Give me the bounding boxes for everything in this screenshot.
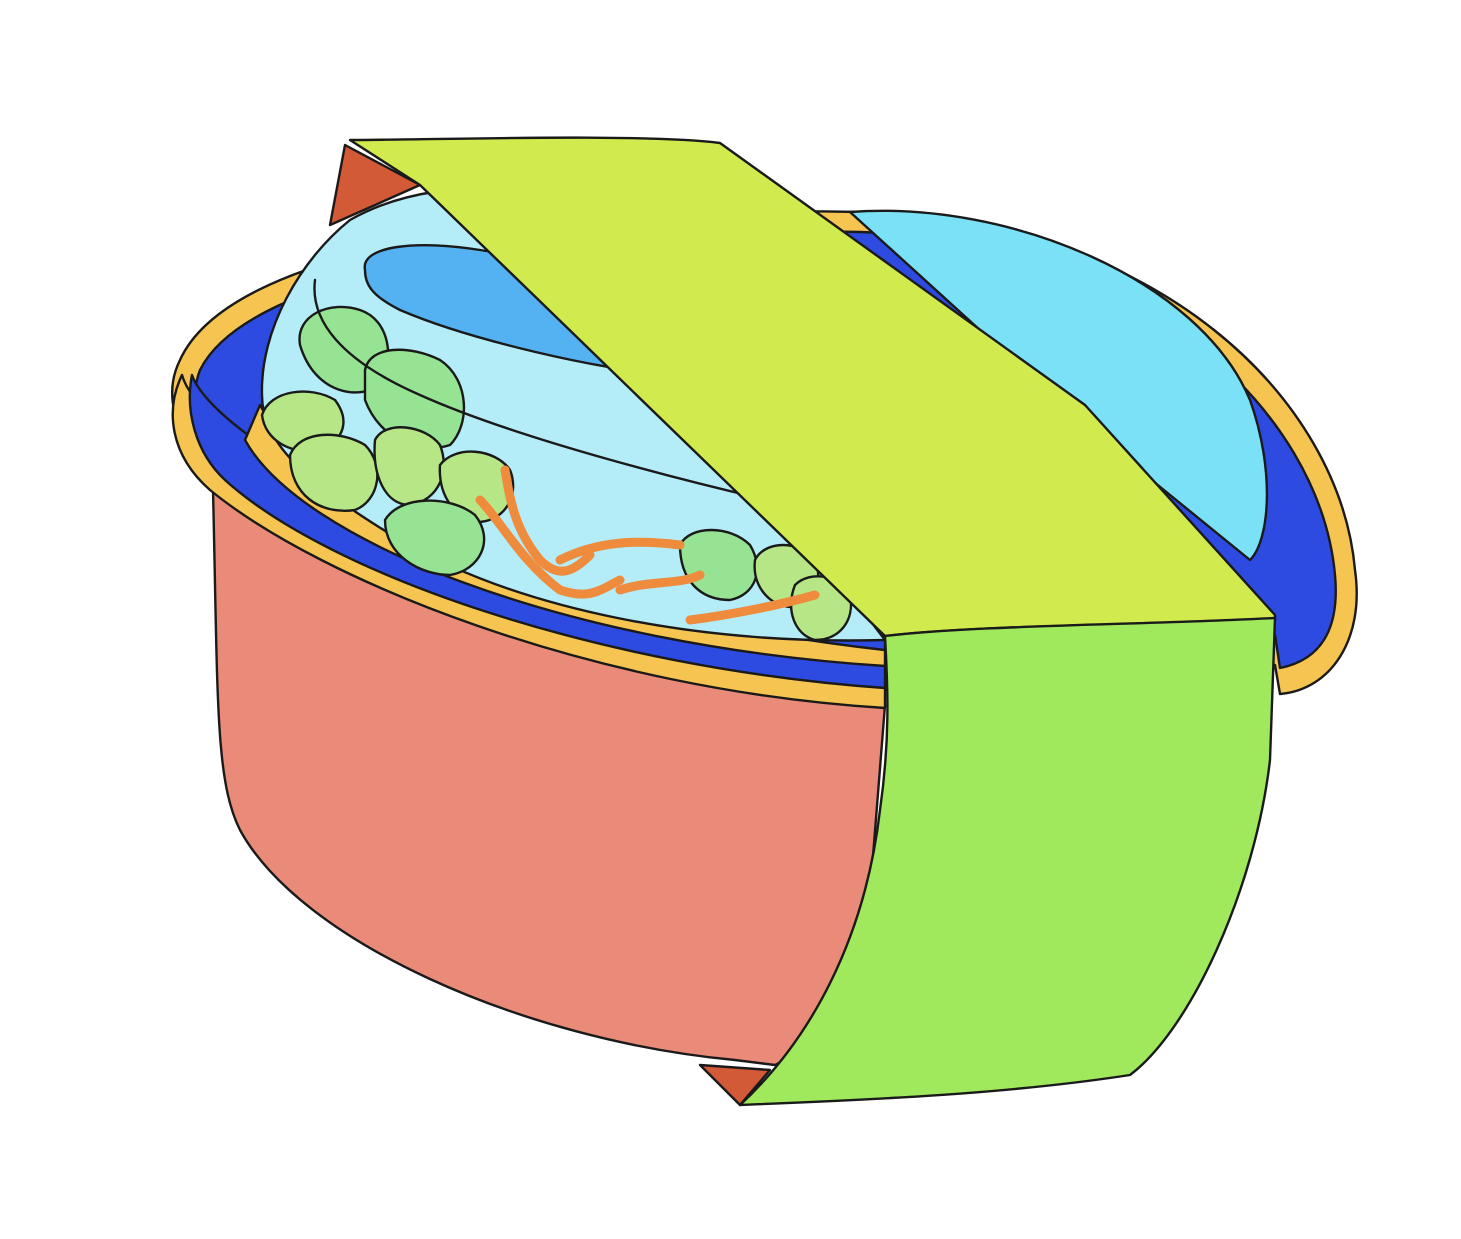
band-edge-top [328, 143, 422, 227]
carrot-shred [500, 465, 595, 576]
lettuce-leaf [383, 499, 486, 577]
carrot-shred [685, 590, 820, 625]
lettuce-leaf [288, 433, 379, 512]
lettuce-leaf [678, 528, 759, 602]
carrot-shred [555, 537, 685, 565]
band-edge-bottom [698, 1063, 772, 1107]
lid-rim-line [313, 278, 792, 507]
salad-contents [260, 305, 853, 642]
band-front-strap [738, 616, 1277, 1107]
carrot-shred [475, 495, 625, 599]
carrot-shred [615, 570, 705, 595]
